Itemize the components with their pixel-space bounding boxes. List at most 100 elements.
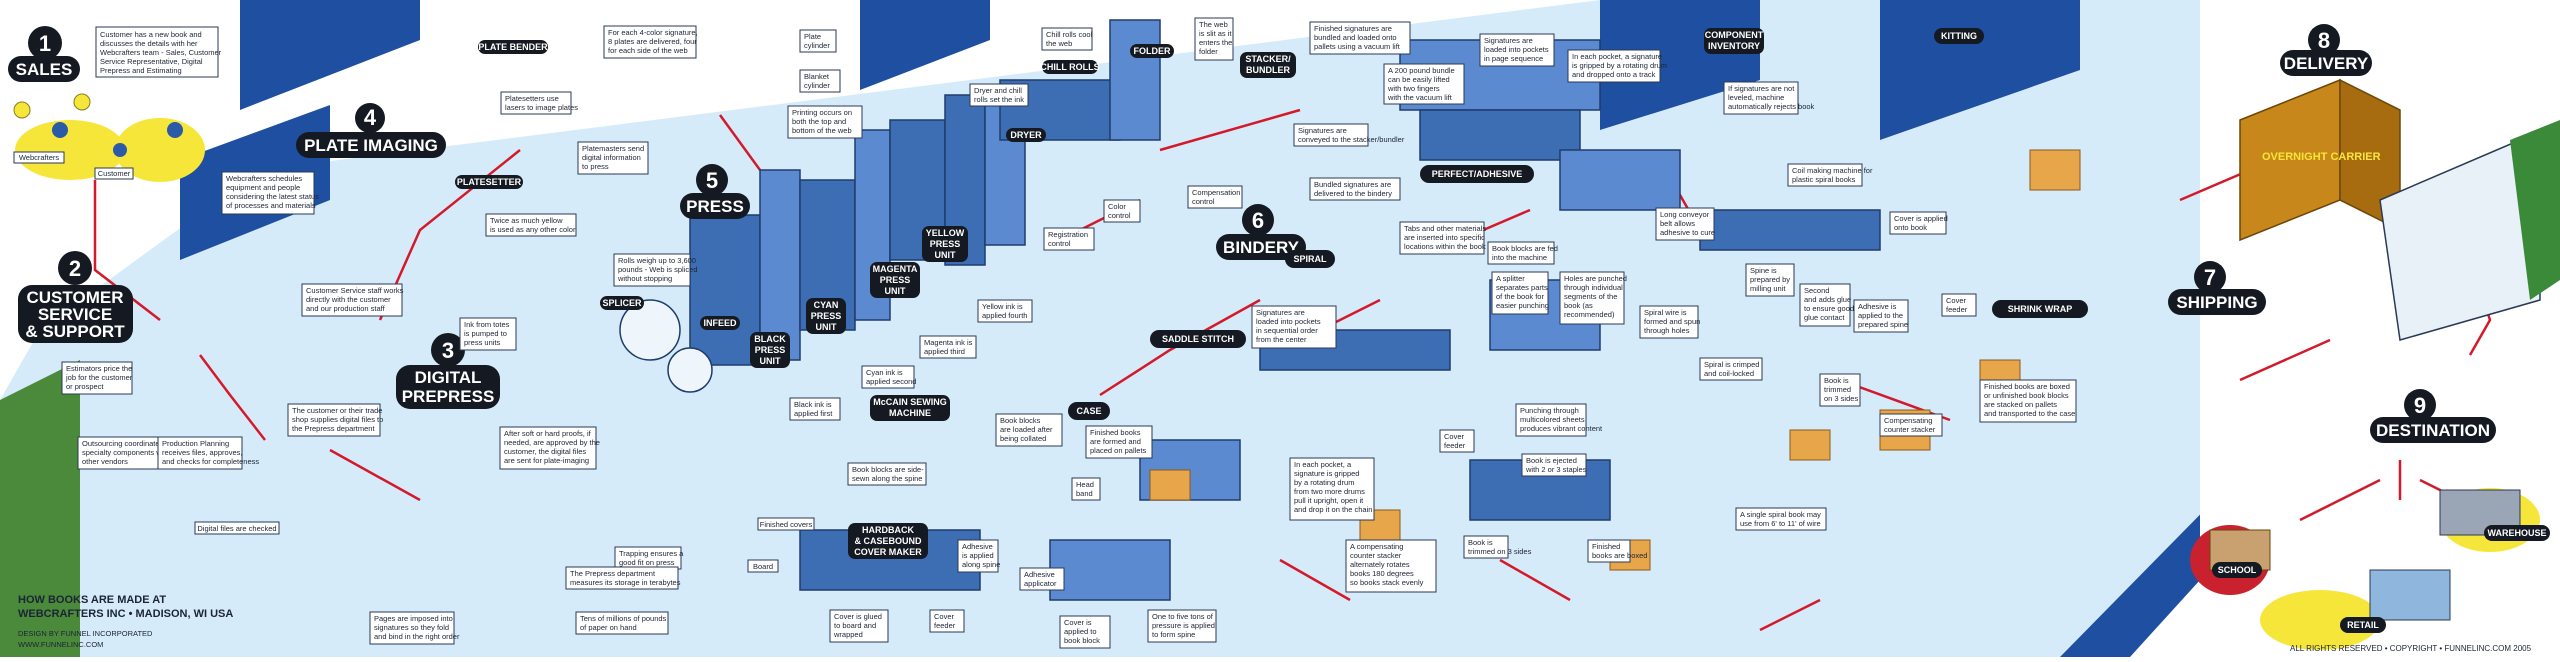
svg-text:INFEED: INFEED [703,318,737,328]
svg-text:press units: press units [464,338,501,347]
stage-number: 8 [2318,28,2330,53]
label-dryer: DRYER [1006,128,1046,142]
stage-title: SALES [16,60,73,79]
svg-text:Cover is applied: Cover is applied [1894,214,1948,223]
svg-text:Printing occurs on: Printing occurs on [792,108,852,117]
stage-title: PRESS [686,197,744,216]
svg-text:shop supplies digital files to: shop supplies digital files to [292,415,383,424]
note-digital-checked: Digital files are checked [194,521,280,535]
svg-text:book (as: book (as [1564,301,1593,310]
label-plate-bender: PLATE BENDER [478,40,548,54]
svg-text:COVER MAKER: COVER MAKER [854,547,922,557]
svg-text:adhesive to cure: adhesive to cure [1660,228,1715,237]
stage-number: 5 [706,168,718,193]
svg-text:One to five tons of: One to five tons of [1152,612,1214,621]
svg-text:specialty components with: specialty components with [82,448,170,457]
stage-title: PLATE IMAGING [304,136,438,155]
svg-text:SHRINK WRAP: SHRINK WRAP [2008,304,2073,314]
svg-text:PRESS: PRESS [755,345,786,355]
stage-title: SHIPPING [2176,293,2257,312]
svg-text:Book is: Book is [1824,376,1849,385]
svg-text:applied third: applied third [924,347,965,356]
svg-text:in page sequence: in page sequence [1484,54,1543,63]
factory-floor [0,0,2500,657]
stage-4-plate-imaging: 4 PLATE IMAGING [296,103,446,158]
svg-text:in sequential order: in sequential order [1256,326,1318,335]
label-perfect-adhesive: PERFECT/ADHESIVE [1420,165,1534,183]
svg-text:is applied: is applied [962,551,994,560]
svg-text:SPIRAL: SPIRAL [1293,254,1327,264]
svg-text:YELLOW: YELLOW [926,228,965,238]
svg-text:control: control [1108,211,1131,220]
stage-number: 7 [2204,265,2216,290]
svg-text:and checks for completeness: and checks for completeness [162,457,259,466]
svg-text:enters the: enters the [1199,38,1232,47]
stage-8-delivery: 8 DELIVERY [2280,24,2372,76]
footer-copyright: ALL RIGHTS RESERVED • COPYRIGHT • FUNNEL… [2290,644,2532,653]
stage-6-bindery: 6 BINDERY [1216,204,1306,260]
footer-url: WWW.FUNNELINC.COM [18,640,103,649]
delivery-truck: OVERNIGHT CARRIER [2239,78,2560,341]
svg-text:pounds - Web is spliced: pounds - Web is spliced [618,265,698,274]
svg-text:Head: Head [1076,480,1094,489]
svg-text:both the top and: both the top and [792,117,846,126]
label-spiral: SPIRAL [1285,250,1335,268]
svg-text:HARDBACK: HARDBACK [862,525,914,535]
svg-text:delivered to the bindery: delivered to the bindery [1314,189,1392,198]
svg-text:easier punching: easier punching [1496,301,1549,310]
svg-text:are formed and: are formed and [1090,437,1141,446]
svg-text:cylinder: cylinder [804,41,830,50]
svg-text:Cover is glued: Cover is glued [834,612,882,621]
svg-text:UNIT: UNIT [760,356,781,366]
svg-text:conveyed to the stacker/bundle: conveyed to the stacker/bundler [1298,135,1405,144]
svg-text:Spine is: Spine is [1750,266,1777,275]
svg-text:Signatures are: Signatures are [1484,36,1533,45]
svg-text:digital information: digital information [582,153,641,162]
stage-title: BINDERY [1223,238,1300,257]
svg-text:pallets using a vacuum lift: pallets using a vacuum lift [1314,42,1401,51]
svg-text:and dropped onto a track: and dropped onto a track [1572,70,1656,79]
svg-text:locations within the book bloc: locations within the book block [1404,242,1506,251]
stage-title-line1: DIGITAL [415,368,482,387]
label-chill-rolls: CHILL ROLLS [1040,60,1100,74]
svg-text:pressure is applied: pressure is applied [1152,621,1215,630]
svg-text:BUNDLER: BUNDLER [1246,65,1290,75]
svg-text:through holes: through holes [1644,326,1690,335]
svg-text:Color: Color [1108,202,1126,211]
svg-text:SPLICER: SPLICER [602,298,642,308]
svg-text:automatically rejects book: automatically rejects book [1728,102,1815,111]
svg-text:Customer Service staff works: Customer Service staff works [306,286,404,295]
svg-text:A 200 pound bundle: A 200 pound bundle [1388,66,1455,75]
svg-text:applied to: applied to [1064,627,1097,636]
svg-text:glue contact: glue contact [1804,313,1845,322]
svg-text:Trapping ensures a: Trapping ensures a [619,549,684,558]
svg-text:receives files, approves,: receives files, approves, [162,448,242,457]
svg-text:Finished covers: Finished covers [760,520,813,529]
svg-text:recommended): recommended) [1564,310,1615,319]
svg-text:The customer or their trade: The customer or their trade [292,406,382,415]
svg-text:Adhesive: Adhesive [962,542,993,551]
svg-text:Outsourcing coordinates: Outsourcing coordinates [82,439,164,448]
svg-text:STACKER/: STACKER/ [1245,54,1291,64]
svg-text:use from 6' to 11' of wire: use from 6' to 11' of wire [1740,519,1821,528]
footer: HOW BOOKS ARE MADE AT WEBCRAFTERS INC • … [18,594,2532,653]
